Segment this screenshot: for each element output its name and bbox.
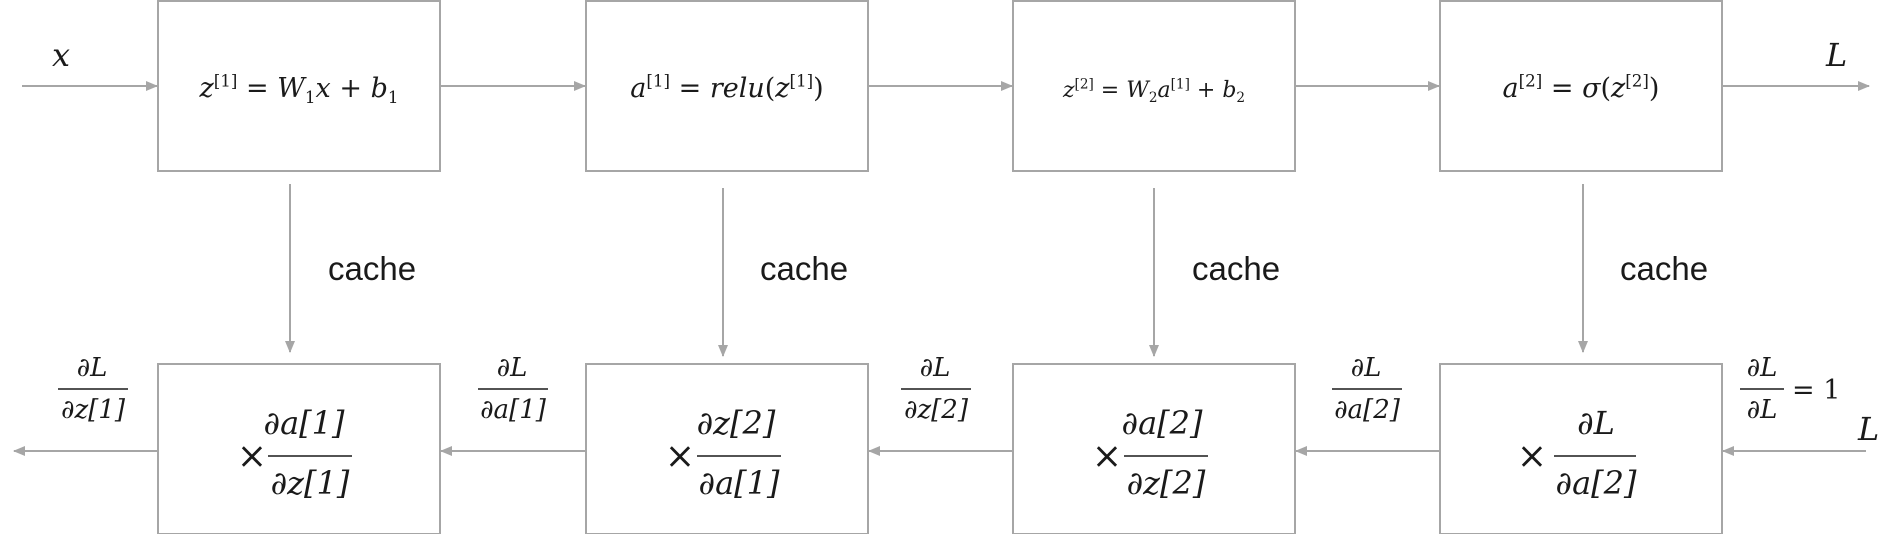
- forward-box-4: [1439, 0, 1723, 172]
- equation-part: W: [1126, 78, 1151, 103]
- forward-box-1: [157, 0, 441, 172]
- derivative-numerator: ∂z[2]: [697, 404, 776, 442]
- derivative-denominator: ∂z[2]: [1127, 464, 1206, 502]
- gradient-numerator: ∂L: [1351, 353, 1382, 383]
- equation-part: a: [1158, 78, 1171, 103]
- forward-equation-3: z[2] = W2a[1] + b2: [1062, 77, 1245, 106]
- equation-part: (: [765, 73, 776, 104]
- gradient-numerator: ∂L: [497, 353, 528, 383]
- equation-part: +: [1190, 78, 1222, 103]
- equation-part: 2: [1149, 90, 1158, 106]
- equation-part: [2]: [1519, 71, 1543, 91]
- equation-part: =: [670, 73, 710, 104]
- gradient-denominator: ∂a[1]: [480, 395, 547, 425]
- gradient-label-1: ∂L ∂a[1]: [478, 353, 548, 425]
- equation-part: b: [371, 73, 388, 104]
- equation-part: =: [1094, 78, 1126, 103]
- equation-part: [2]: [1075, 77, 1094, 93]
- equation-part: [1]: [790, 71, 814, 91]
- derivative-denominator: ∂a[1]: [699, 464, 780, 502]
- forward-equation-2: a[1] = relu(z[1]): [630, 71, 823, 104]
- equation-part: b: [1222, 78, 1236, 103]
- times-sign: ×: [1517, 436, 1547, 477]
- equation-part: [1]: [646, 71, 670, 91]
- equation-part: (: [1601, 73, 1612, 104]
- equation-part: [2]: [1625, 71, 1649, 91]
- gradient-label-in: ∂L ∂L = 1: [1740, 353, 1840, 425]
- derivative-denominator: ∂a[2]: [1556, 464, 1637, 502]
- equation-part: =: [1542, 73, 1582, 104]
- equation-part: x: [316, 73, 331, 104]
- gradient-label-2: ∂L ∂z[2]: [901, 353, 971, 425]
- equation-part: 1: [388, 87, 399, 107]
- cache-label-2: cache: [760, 250, 848, 287]
- equation-part: [1]: [214, 71, 238, 91]
- backward-input-label: L: [1857, 410, 1879, 448]
- derivative-numerator: ∂L: [1577, 404, 1615, 442]
- backward-box-4: [1439, 363, 1723, 534]
- equation-part: z: [1610, 73, 1626, 104]
- gradient-numerator: ∂L: [920, 353, 951, 383]
- backward-derivative-3: × ∂a[2] ∂z[2]: [1092, 404, 1208, 502]
- times-sign: ×: [1092, 436, 1122, 477]
- gradient-suffix: = 1: [1792, 375, 1840, 406]
- derivative-numerator: ∂a[1]: [264, 404, 345, 442]
- forward-equation-4: a[2] = σ(z[2]): [1503, 71, 1660, 104]
- equation-part: 2: [1236, 90, 1245, 106]
- gradient-label-out: ∂L ∂z[1]: [58, 353, 128, 425]
- forward-box-2: [585, 0, 869, 172]
- equation-part: 1: [305, 87, 316, 107]
- equation-part: σ: [1582, 73, 1602, 104]
- derivative-numerator: ∂a[2]: [1122, 404, 1203, 442]
- gradient-denominator: ∂L: [1747, 395, 1778, 425]
- times-sign: ×: [237, 436, 267, 477]
- backward-derivative-2: × ∂z[2] ∂a[1]: [665, 404, 781, 502]
- forward-box-3: [1012, 0, 1296, 172]
- backward-box-2: [585, 363, 869, 534]
- gradient-denominator: ∂a[2]: [1334, 395, 1401, 425]
- derivative-denominator: ∂z[1]: [271, 464, 350, 502]
- cache-label-3: cache: [1192, 250, 1280, 287]
- equation-part: =: [237, 73, 277, 104]
- equation-part: relu: [710, 73, 765, 104]
- cache-label-1: cache: [328, 250, 416, 287]
- gradient-label-3: ∂L ∂a[2]: [1332, 353, 1402, 425]
- gradient-numerator: ∂L: [77, 353, 108, 383]
- equation-part: z: [774, 73, 790, 104]
- equation-part: a: [1503, 73, 1519, 104]
- cache-label-4: cache: [1620, 250, 1708, 287]
- gradient-denominator: ∂z[2]: [904, 395, 969, 425]
- equation-part: ): [1649, 73, 1660, 104]
- backward-box-1: [157, 363, 441, 534]
- equation-part: ): [813, 73, 824, 104]
- backward-derivative-4: × ∂L ∂a[2]: [1517, 404, 1637, 502]
- backward-derivative-1: × ∂a[1] ∂z[1]: [237, 404, 352, 502]
- times-sign: ×: [665, 436, 695, 477]
- equation-part: W: [277, 73, 307, 104]
- equation-part: +: [331, 73, 371, 104]
- equation-part: z: [198, 73, 214, 104]
- output-label: L: [1825, 36, 1847, 74]
- forward-equation-1: z[1] = W1x + b1: [198, 71, 398, 107]
- equation-part: z: [1062, 78, 1075, 103]
- equation-part: [1]: [1171, 77, 1190, 93]
- gradient-numerator: ∂L: [1747, 353, 1778, 383]
- input-label: x: [52, 36, 70, 74]
- equation-part: a: [630, 73, 646, 104]
- gradient-denominator: ∂z[1]: [61, 395, 126, 425]
- backward-box-3: [1012, 363, 1296, 534]
